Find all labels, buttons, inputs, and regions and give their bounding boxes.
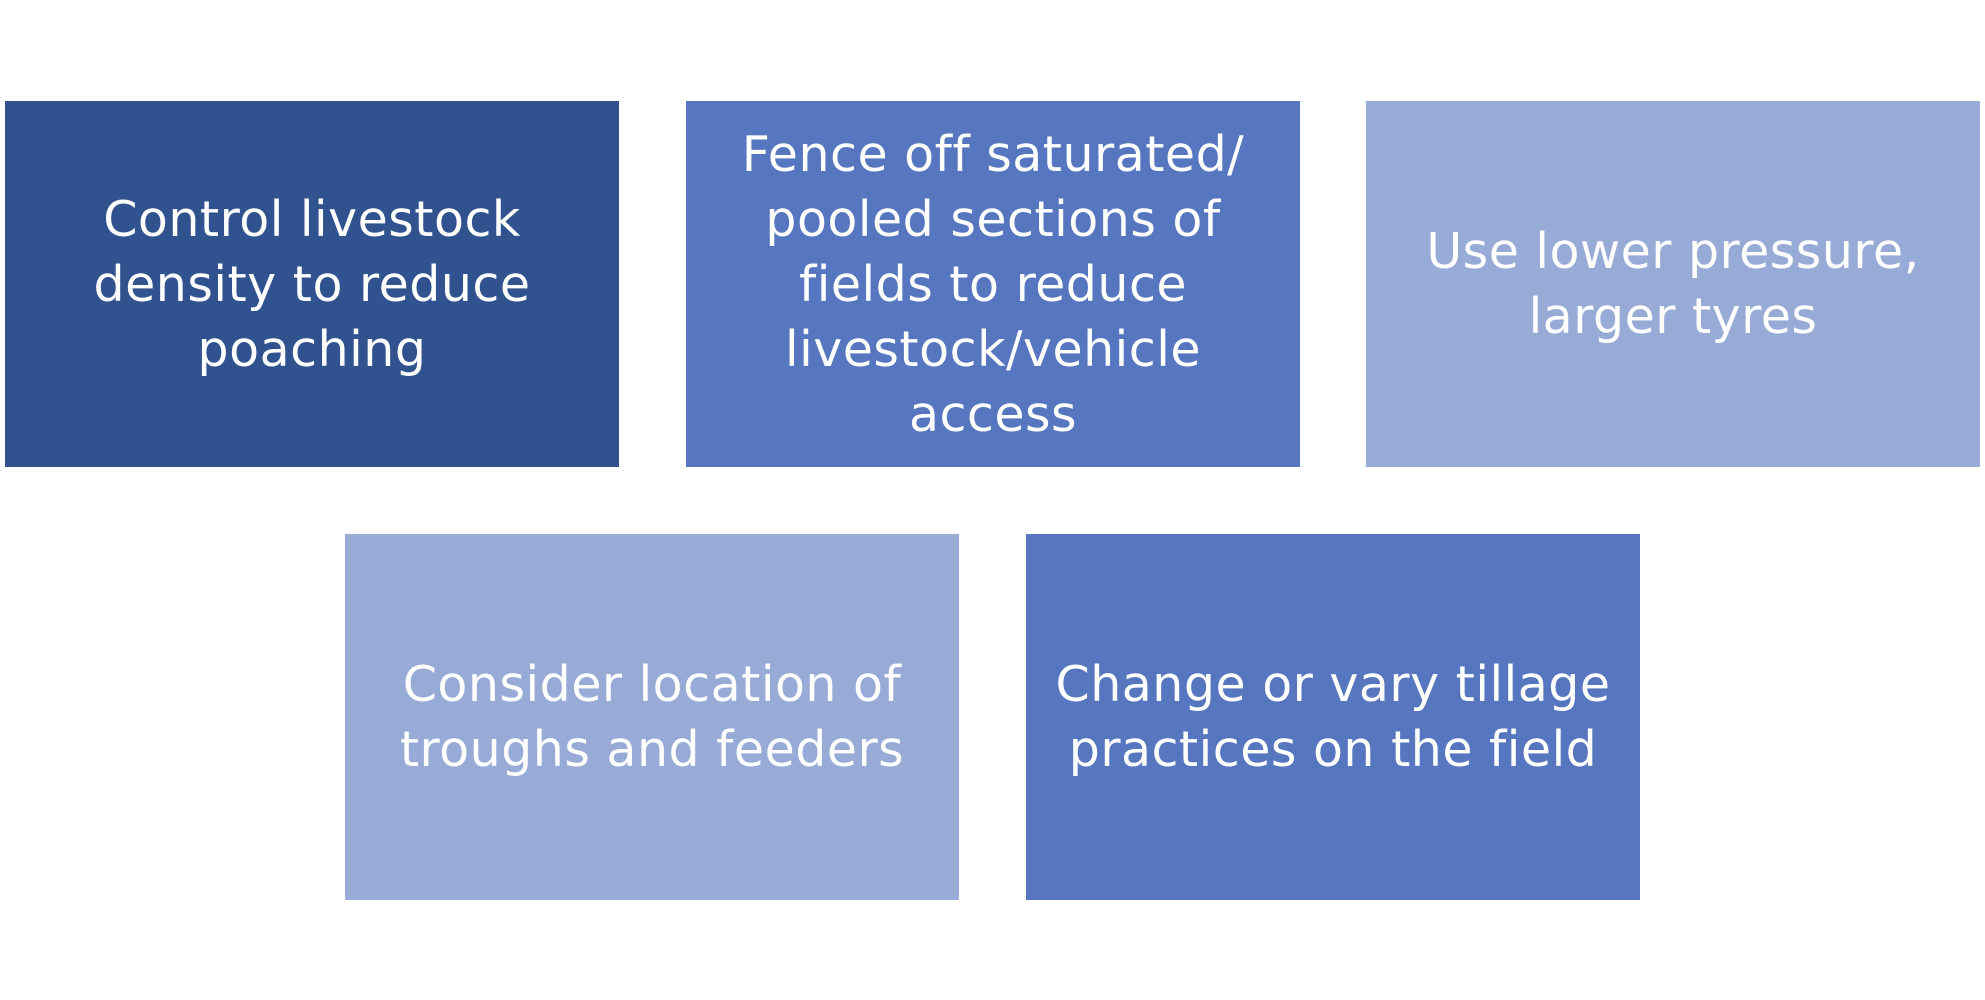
measure-box-control-livestock-density: Control livestock density to reduce poac… <box>5 101 619 467</box>
measure-box-label: Consider location of troughs and feeders <box>399 656 905 778</box>
measure-box-label: Fence off saturated/ pooled sections of … <box>741 125 1245 443</box>
measure-box-troughs-and-feeders: Consider location of troughs and feeders <box>345 534 959 900</box>
measure-box-label: Use lower pressure, larger tyres <box>1426 223 1920 345</box>
measure-box-tillage-practices: Change or vary tillage practices on the … <box>1026 534 1640 900</box>
measure-box-fence-off-saturated-sections: Fence off saturated/ pooled sections of … <box>686 101 1300 467</box>
measure-box-label: Control livestock density to reduce poac… <box>93 190 531 378</box>
measure-box-lower-pressure-tyres: Use lower pressure, larger tyres <box>1366 101 1980 467</box>
measure-box-label: Change or vary tillage practices on the … <box>1055 656 1611 778</box>
